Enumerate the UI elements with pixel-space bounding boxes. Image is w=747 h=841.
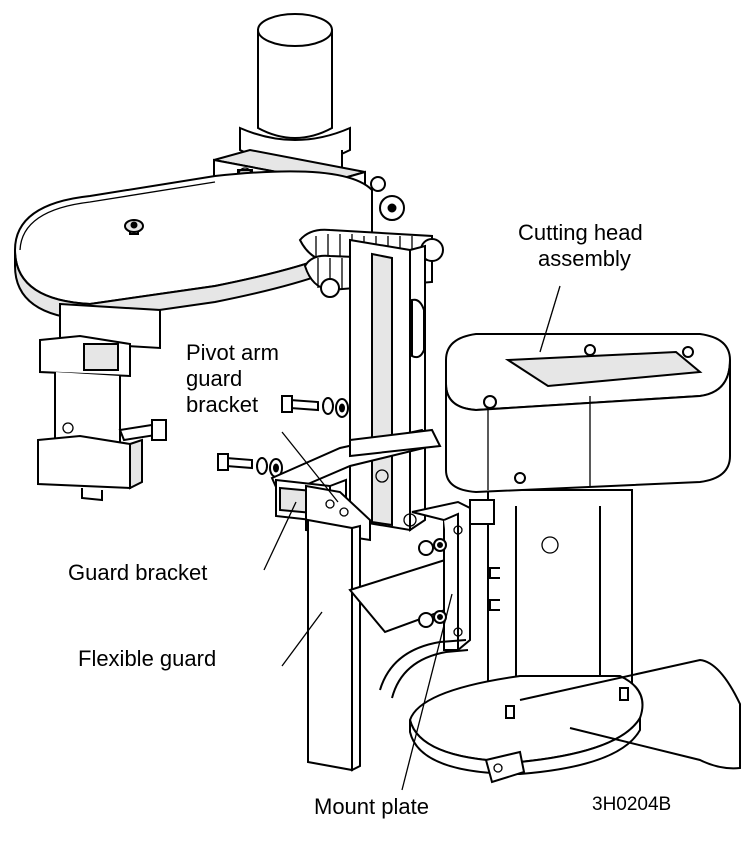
label-pivot-arm-guard-bracket: Pivot arm guard bracket xyxy=(186,340,279,418)
label-cutting-head-line-2: assembly xyxy=(538,246,631,271)
clamp-column xyxy=(37,302,167,502)
label-pivot-arm-line-2: guard xyxy=(186,366,243,391)
flexible-guard-part xyxy=(307,518,361,772)
leader-guard-bracket xyxy=(263,501,297,571)
figure-code: 3H0204B xyxy=(592,794,672,815)
label-flexible-guard: Flexible guard xyxy=(78,646,217,671)
pulley-housing xyxy=(13,170,373,322)
label-guard-bracket: Guard bracket xyxy=(68,560,208,585)
leader-cutting-head xyxy=(539,285,561,353)
leader-lines xyxy=(263,285,561,791)
label-cutting-head: Cutting head assembly xyxy=(518,220,643,272)
cutting-head-housing xyxy=(445,333,732,494)
loose-hardware xyxy=(217,395,349,478)
mount-plate-part xyxy=(348,500,471,651)
label-pivot-arm-line-3: bracket xyxy=(186,392,259,417)
label-cutting-head-line-1: Cutting head xyxy=(518,220,643,245)
leader-pivot-arm xyxy=(281,431,339,503)
leader-flexible-guard xyxy=(281,611,323,667)
vertical-arm xyxy=(349,238,426,532)
label-pivot-arm-line-1: Pivot arm xyxy=(186,340,279,365)
guard-brackets xyxy=(270,428,442,542)
label-mount-plate: Mount plate xyxy=(314,794,429,819)
base-plate xyxy=(379,639,741,784)
cutting-head-motor xyxy=(469,489,633,704)
leader-mount-plate xyxy=(401,593,453,791)
